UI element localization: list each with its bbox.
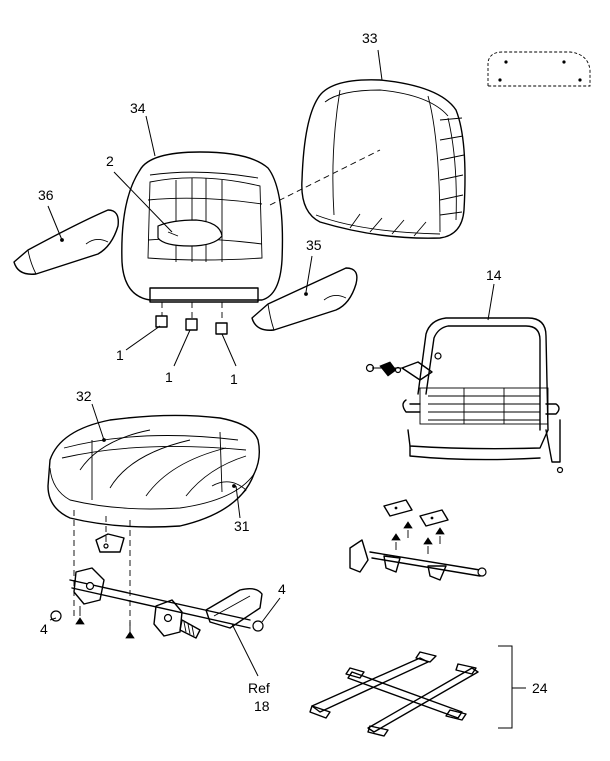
top-right-pad — [487, 51, 591, 87]
part-36-left-armrest — [13, 209, 119, 275]
callout-34: 34 — [130, 100, 146, 116]
part-24-straps — [309, 651, 479, 737]
callout-32: 32 — [76, 388, 92, 404]
callout-33: 33 — [362, 30, 378, 46]
callout-35: 35 — [306, 237, 322, 253]
lower-seat-track — [50, 533, 264, 639]
callout-ref-line1: Ref — [248, 680, 270, 696]
callout-14: 14 — [486, 267, 502, 283]
part-34-seat-back — [121, 151, 284, 303]
part-33-back-cover — [301, 79, 466, 239]
slide-hardware — [349, 499, 487, 581]
callout-36: 36 — [38, 187, 54, 203]
callout-1-left: 1 — [116, 347, 124, 363]
callout-4-right: 4 — [278, 581, 286, 597]
part-35-right-armrest — [251, 267, 358, 331]
callout-2: 2 — [106, 153, 114, 169]
callout-1-mid: 1 — [165, 369, 173, 385]
callout-4-left: 4 — [40, 621, 48, 637]
part-1-clips — [155, 302, 228, 335]
part-32-seat-cushion — [47, 414, 261, 528]
callout-31: 31 — [234, 518, 250, 534]
part-14-seat-frame — [365, 317, 564, 474]
callout-1-right: 1 — [230, 371, 238, 387]
callout-ref-line2: 18 — [254, 698, 270, 714]
callout-24: 24 — [532, 680, 548, 696]
